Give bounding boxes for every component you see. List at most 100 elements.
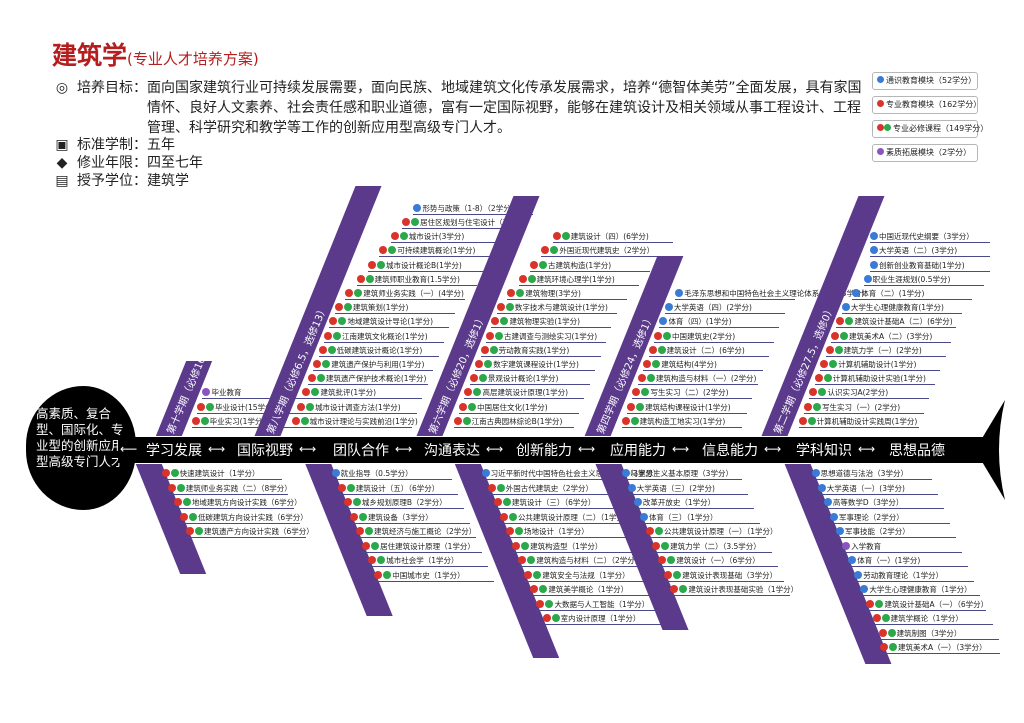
fish-head xyxy=(26,386,136,510)
course-underline xyxy=(297,412,418,414)
module-icon xyxy=(379,246,388,255)
training-goal: ◎ 培养目标： 面向国家建筑行业可持续发展需要，面向民族、地域建筑文化传承发展需… xyxy=(55,78,872,138)
module-icon xyxy=(518,274,527,283)
phase-arrow-icon: ⟷ xyxy=(395,442,413,456)
module-icon xyxy=(200,416,209,425)
course-underline xyxy=(324,341,445,343)
goal-label: 培养目标： xyxy=(77,80,147,96)
module-icon xyxy=(818,388,827,397)
module-icon xyxy=(542,614,551,622)
course-underline xyxy=(804,412,925,414)
course-underline xyxy=(652,551,773,553)
phase-2: 国际视野 xyxy=(237,443,293,459)
course-underline xyxy=(823,508,944,509)
course-underline xyxy=(493,508,614,509)
module-icon xyxy=(368,556,377,564)
module-icon xyxy=(343,303,352,312)
module-icon xyxy=(358,512,367,521)
course-item: 认识实习A(2学分) xyxy=(809,387,888,398)
course-item: 建筑设计（三）（6学分） xyxy=(493,497,595,508)
course-item: 建筑构造型（1学分） xyxy=(512,541,602,552)
module-icon xyxy=(512,541,521,550)
module-icon xyxy=(371,541,380,550)
course-item: 数字建筑课程设计(1学分) xyxy=(475,359,579,370)
module-icon xyxy=(291,416,300,425)
course-item: 体育（四）(1学分) xyxy=(659,316,732,327)
course-item: 数字技术与建筑设计(1学分) xyxy=(496,302,608,313)
module-icon xyxy=(354,289,363,297)
course-item: 江南建筑文化概论(1学分) xyxy=(324,331,428,342)
course-item: 入学教育 xyxy=(842,541,881,552)
course-underline xyxy=(530,270,650,272)
module-icon xyxy=(814,374,823,383)
module-icon xyxy=(880,643,888,651)
course-underline xyxy=(486,341,607,343)
course-item: 公共建筑设计原理（一）（1学分） xyxy=(646,526,778,537)
course-underline xyxy=(402,228,523,229)
course-underline xyxy=(872,624,993,625)
module-icon xyxy=(842,541,851,550)
course-item: 建筑环境心理学(1学分) xyxy=(518,274,615,285)
course-underline xyxy=(817,493,938,495)
module-icon xyxy=(518,556,527,564)
course-item: 建筑经济与施工概论（2学分） xyxy=(356,526,476,537)
course-underline xyxy=(464,398,585,400)
course-underline xyxy=(643,370,764,371)
course-item: 建筑师业务实践（一）(4学分) xyxy=(345,288,464,299)
course-item: 中国城市史（1学分） xyxy=(374,570,465,581)
module-icon xyxy=(316,374,325,383)
module-icon xyxy=(345,289,354,297)
course-item: 高层建筑设计原理(1学分) xyxy=(464,387,568,398)
phase-9: 思想品德 xyxy=(889,443,945,459)
course-underline xyxy=(637,384,758,386)
course-underline xyxy=(518,284,639,286)
course-underline xyxy=(173,508,294,509)
module-icon xyxy=(307,374,316,383)
phase-arrow-icon: ⟷ xyxy=(486,442,504,456)
course-underline xyxy=(646,537,767,538)
module-icon xyxy=(329,317,338,326)
module-icon xyxy=(368,260,376,269)
phase-5: 创新能力 xyxy=(516,443,572,459)
module-icon xyxy=(661,541,670,550)
module-icon xyxy=(545,599,554,608)
module-icon xyxy=(630,416,639,425)
course-item: 居住建筑设计原理（1学分） xyxy=(362,541,475,552)
module-icon xyxy=(854,570,863,579)
module-icon xyxy=(508,512,517,521)
course-underline xyxy=(541,256,662,258)
course-item: 建筑学概论（1学分） xyxy=(872,613,963,624)
course-item: 大学英语（一）(3学分) xyxy=(817,483,905,494)
course-underline xyxy=(627,493,748,495)
module-icon xyxy=(318,345,327,354)
module-icon xyxy=(499,512,508,521)
course-underline xyxy=(621,426,742,428)
course-item: 就业指导（0.5学分） xyxy=(331,468,413,479)
course-underline xyxy=(499,522,620,524)
module-icon xyxy=(167,483,176,492)
module-icon xyxy=(346,483,355,492)
course-underline xyxy=(870,256,990,258)
module-icon xyxy=(829,360,838,368)
module-icon xyxy=(530,585,539,593)
course-item: 城市设计调查方法(1学分) xyxy=(297,402,401,413)
course-underline xyxy=(349,522,470,524)
phase-7: 信息能力 xyxy=(702,443,758,459)
course-underline xyxy=(186,537,307,538)
building-icon: ▤ xyxy=(55,173,69,189)
course-underline xyxy=(356,284,477,286)
module-icon xyxy=(527,274,536,283)
course-item: 建筑设计表现基础实验（1学分） xyxy=(670,584,798,595)
module-icon xyxy=(813,402,822,411)
course-underline xyxy=(329,327,450,329)
course-item: 建筑物理实验(1学分) xyxy=(491,316,580,327)
module-icon xyxy=(515,527,524,535)
course-item: 建筑策划(1学分) xyxy=(334,302,408,313)
course-item: 景观设计概论(1学分) xyxy=(469,373,558,384)
course-underline xyxy=(870,242,990,244)
module-icon xyxy=(875,599,884,608)
course-underline xyxy=(621,479,742,480)
module-icon xyxy=(521,541,530,550)
phase-arrow-icon: ⟷ xyxy=(578,442,596,456)
course-underline xyxy=(798,426,919,428)
